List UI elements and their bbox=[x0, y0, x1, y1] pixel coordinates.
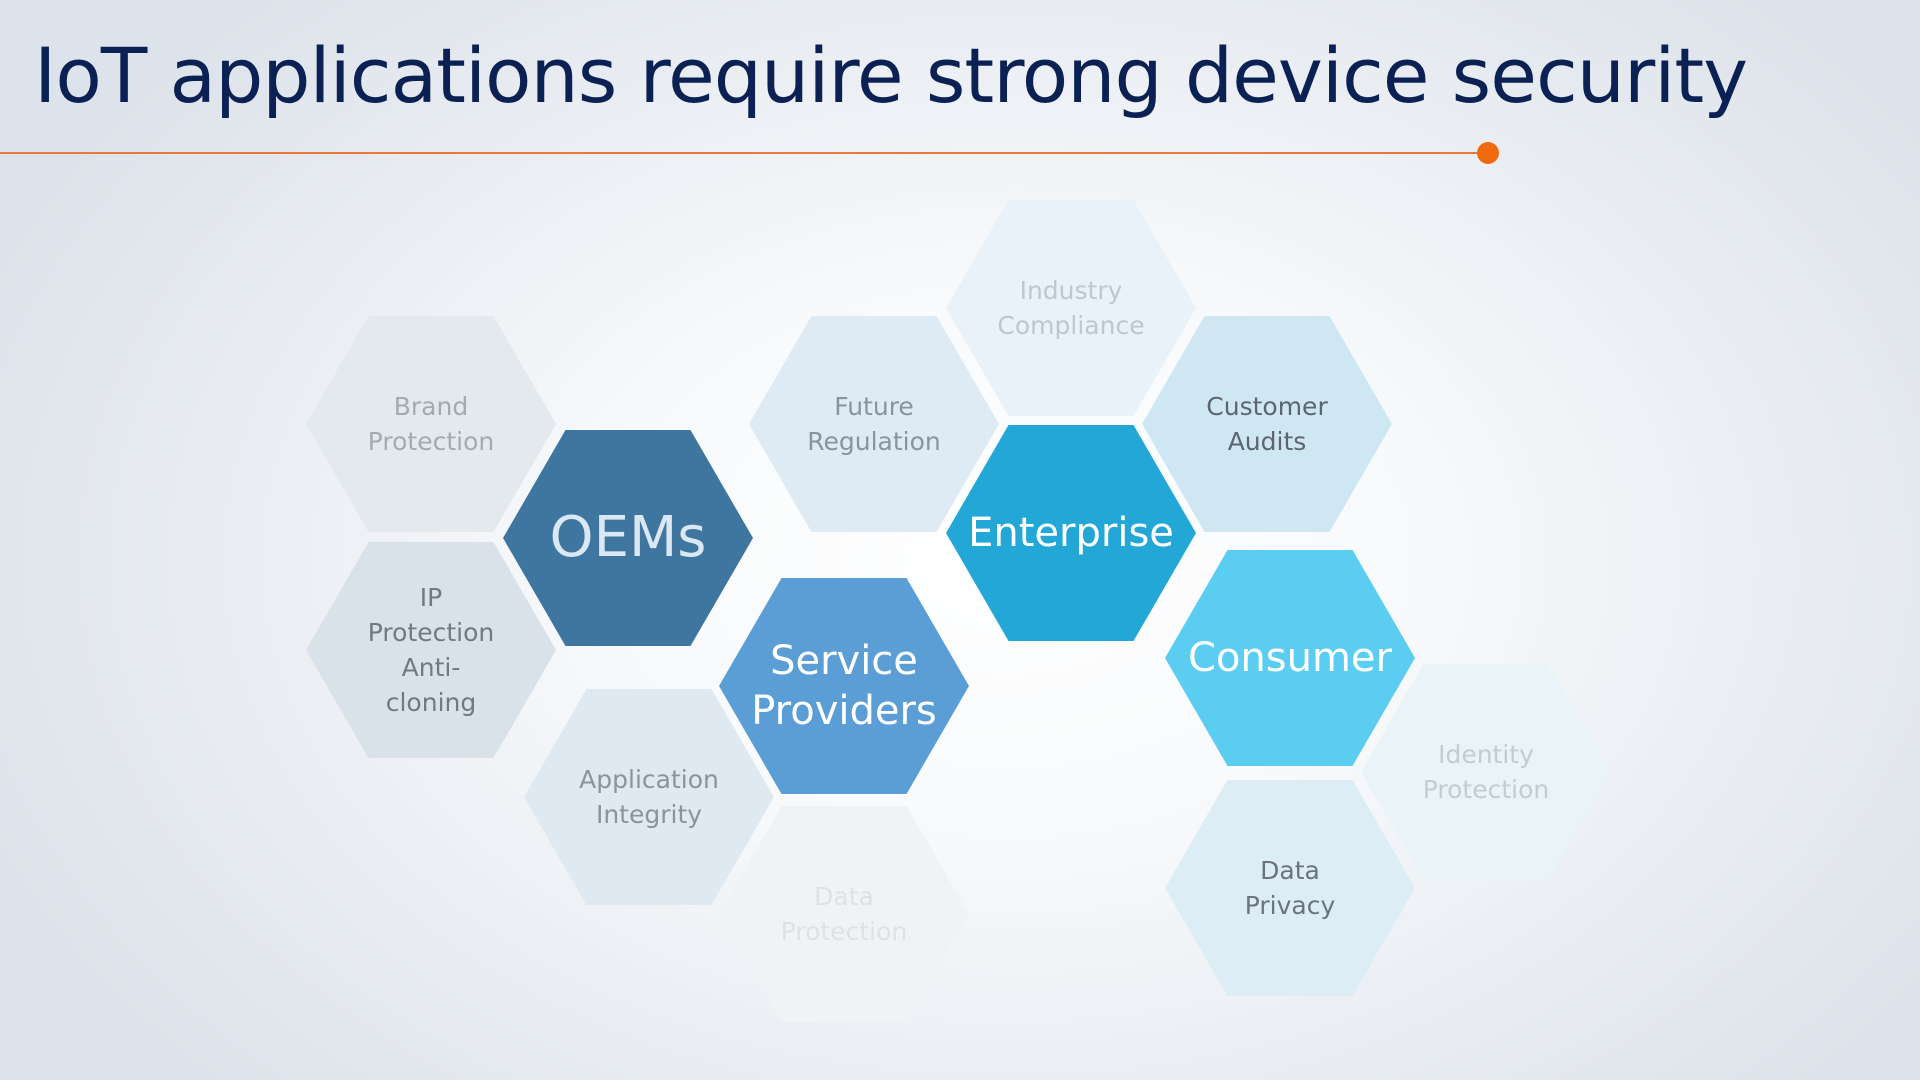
slide-title: IoT applications require strong device s… bbox=[34, 31, 1748, 120]
title-underline bbox=[0, 152, 1488, 154]
hex-consumer: Consumer bbox=[1165, 550, 1415, 766]
hex-enterprise: Enterprise bbox=[946, 425, 1196, 641]
title-underline-dot bbox=[1477, 142, 1499, 164]
hex-label: Enterprise bbox=[968, 510, 1174, 556]
hex-label: OEMs bbox=[549, 505, 707, 570]
hex-label: Consumer bbox=[1188, 635, 1392, 681]
hex-oems: OEMs bbox=[503, 430, 753, 646]
